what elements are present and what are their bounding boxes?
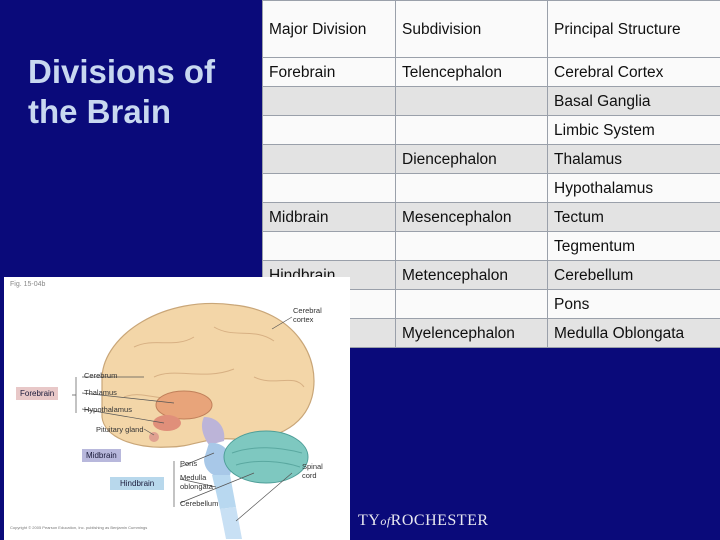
cell-principal-structure: Tegmentum <box>547 231 720 261</box>
label-cerebral-cortex: Cerebral cortex <box>293 306 322 324</box>
medulla-shape <box>212 475 236 509</box>
table-row: Basal Ganglia <box>262 86 720 116</box>
footer-of: of <box>380 514 391 528</box>
hindbrain-box: Hindbrain <box>110 477 165 490</box>
cell-subdivision <box>395 231 548 261</box>
table-row: Midbrain Mesencephalon Tectum <box>262 202 720 232</box>
table-row: Hypothalamus <box>262 173 720 203</box>
label-thalamus: Thalamus <box>84 388 117 397</box>
cell-principal-structure: Thalamus <box>547 144 720 174</box>
label-cerebrum: Cerebrum <box>84 371 118 380</box>
slide-title: Divisions of the Brain <box>28 52 258 131</box>
title-line-2: the Brain <box>28 92 172 130</box>
cell-principal-structure: Pons <box>547 289 720 319</box>
table-header-row: Major Division Subdivision Principal Str… <box>262 0 720 58</box>
thalamus-shape <box>155 390 213 420</box>
cell-subdivision <box>395 289 548 319</box>
table-row: Limbic System <box>262 115 720 145</box>
cell-major-division <box>262 115 396 145</box>
cell-subdivision: Mesencephalon <box>395 202 548 232</box>
cell-principal-structure: Hypothalamus <box>547 173 720 203</box>
header-major-division: Major Division <box>262 0 396 58</box>
midbrain-box: Midbrain <box>82 449 121 462</box>
forebrain-box: Forebrain <box>16 387 59 400</box>
table-row: Forebrain Telencephalon Cerebral Cortex <box>262 57 720 87</box>
cell-major-division: Midbrain <box>262 202 396 232</box>
figure-copyright: Copyright © 2005 Pearson Education, Inc.… <box>10 525 148 530</box>
label-cerebellum: Cerebellum <box>180 499 219 508</box>
cell-major-division: Forebrain <box>262 57 396 87</box>
cell-principal-structure: Limbic System <box>547 115 720 145</box>
table-row: Tegmentum <box>262 231 720 261</box>
table-row: Diencephalon Thalamus <box>262 144 720 174</box>
label-pituitary-gland: Pituitary gland <box>96 425 144 434</box>
cell-major-division <box>262 231 396 261</box>
midbrain-shape <box>201 417 225 445</box>
cell-subdivision: Myelencephalon <box>395 318 548 348</box>
cell-subdivision: Diencephalon <box>395 144 548 174</box>
cell-subdivision: Telencephalon <box>395 57 548 87</box>
header-principal-structure: Principal Structure <box>547 0 720 58</box>
cell-major-division <box>262 144 396 174</box>
cell-principal-structure: Cerebral Cortex <box>547 57 720 87</box>
footer-right: ROCHESTER <box>390 512 489 529</box>
label-medulla-oblongata: Medulla oblongata <box>180 473 213 491</box>
cerebrum-shape <box>101 303 315 448</box>
brain-figure: Fig. 15-04b Cerebral co <box>4 277 350 540</box>
footer-left: TY <box>358 512 381 529</box>
pituitary-shape <box>149 432 159 442</box>
cell-subdivision <box>395 86 548 116</box>
cell-major-division <box>262 86 396 116</box>
cell-major-division <box>262 173 396 203</box>
university-footer: TYofROCHESTER <box>358 512 489 530</box>
cell-principal-structure: Tectum <box>547 202 720 232</box>
cell-principal-structure: Basal Ganglia <box>547 86 720 116</box>
label-hypothalamus: Hypothalamus <box>84 405 132 414</box>
label-pons: Pons <box>180 459 198 468</box>
cerebellum-shape <box>223 430 309 484</box>
spinal-cord-shape <box>220 507 242 539</box>
label-spinal-cord: Spinal cord <box>302 462 323 480</box>
title-line-1: Divisions of <box>28 53 216 90</box>
cell-principal-structure: Cerebellum <box>547 260 720 290</box>
cell-principal-structure: Medulla Oblongata <box>547 318 720 348</box>
hypothalamus-shape <box>153 415 181 431</box>
header-subdivision: Subdivision <box>395 0 548 58</box>
cell-subdivision: Metencephalon <box>395 260 548 290</box>
cell-subdivision <box>395 173 548 203</box>
brain-illustration <box>72 303 315 539</box>
cell-subdivision <box>395 115 548 145</box>
figure-id: Fig. 15-04b <box>10 281 46 288</box>
